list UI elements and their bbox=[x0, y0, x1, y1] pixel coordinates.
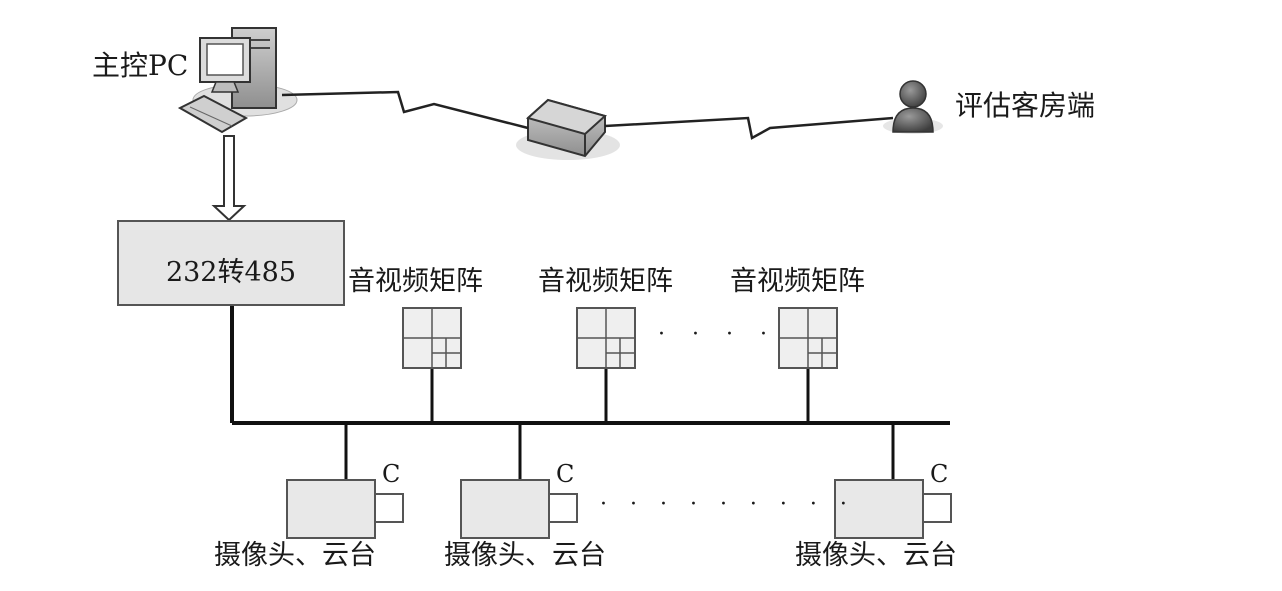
camera-label-1: 摄像头、云台 bbox=[214, 540, 376, 571]
matrix-ellipsis: · · · · bbox=[658, 322, 777, 347]
matrix-label-2: 音视频矩阵 bbox=[538, 266, 673, 297]
matrix-label-3: 音视频矩阵 bbox=[730, 266, 865, 297]
link-pc-router bbox=[281, 90, 529, 130]
camera-label-2: 摄像头、云台 bbox=[444, 540, 606, 571]
camera-label-3: 摄像头、云台 bbox=[795, 540, 957, 571]
link-router-client bbox=[604, 116, 894, 140]
converter-label: 232转485 bbox=[165, 257, 297, 288]
matrix-icon-2 bbox=[576, 307, 636, 369]
camera-icon-3 bbox=[834, 479, 952, 539]
computer-icon bbox=[177, 27, 298, 134]
camera-icon-2 bbox=[460, 479, 578, 539]
serial-arrow bbox=[211, 135, 247, 222]
user-icon bbox=[883, 80, 943, 134]
camera-ellipsis: · · · · · · · · · bbox=[600, 492, 855, 517]
router-icon bbox=[516, 98, 620, 160]
matrix-icon-3 bbox=[778, 307, 838, 369]
converter-box: 232转485 bbox=[117, 220, 345, 306]
matrix-label-1: 音视频矩阵 bbox=[348, 266, 483, 297]
camera-mark-1: C bbox=[382, 460, 401, 488]
camera-mark-2: C bbox=[556, 460, 575, 488]
camera-mark-3: C bbox=[930, 460, 949, 488]
camera-icon-1 bbox=[286, 479, 404, 539]
client-label: 评估客房端 bbox=[955, 89, 1096, 122]
main-pc-label: 主控PC bbox=[92, 49, 189, 82]
matrix-icon-1 bbox=[402, 307, 462, 369]
